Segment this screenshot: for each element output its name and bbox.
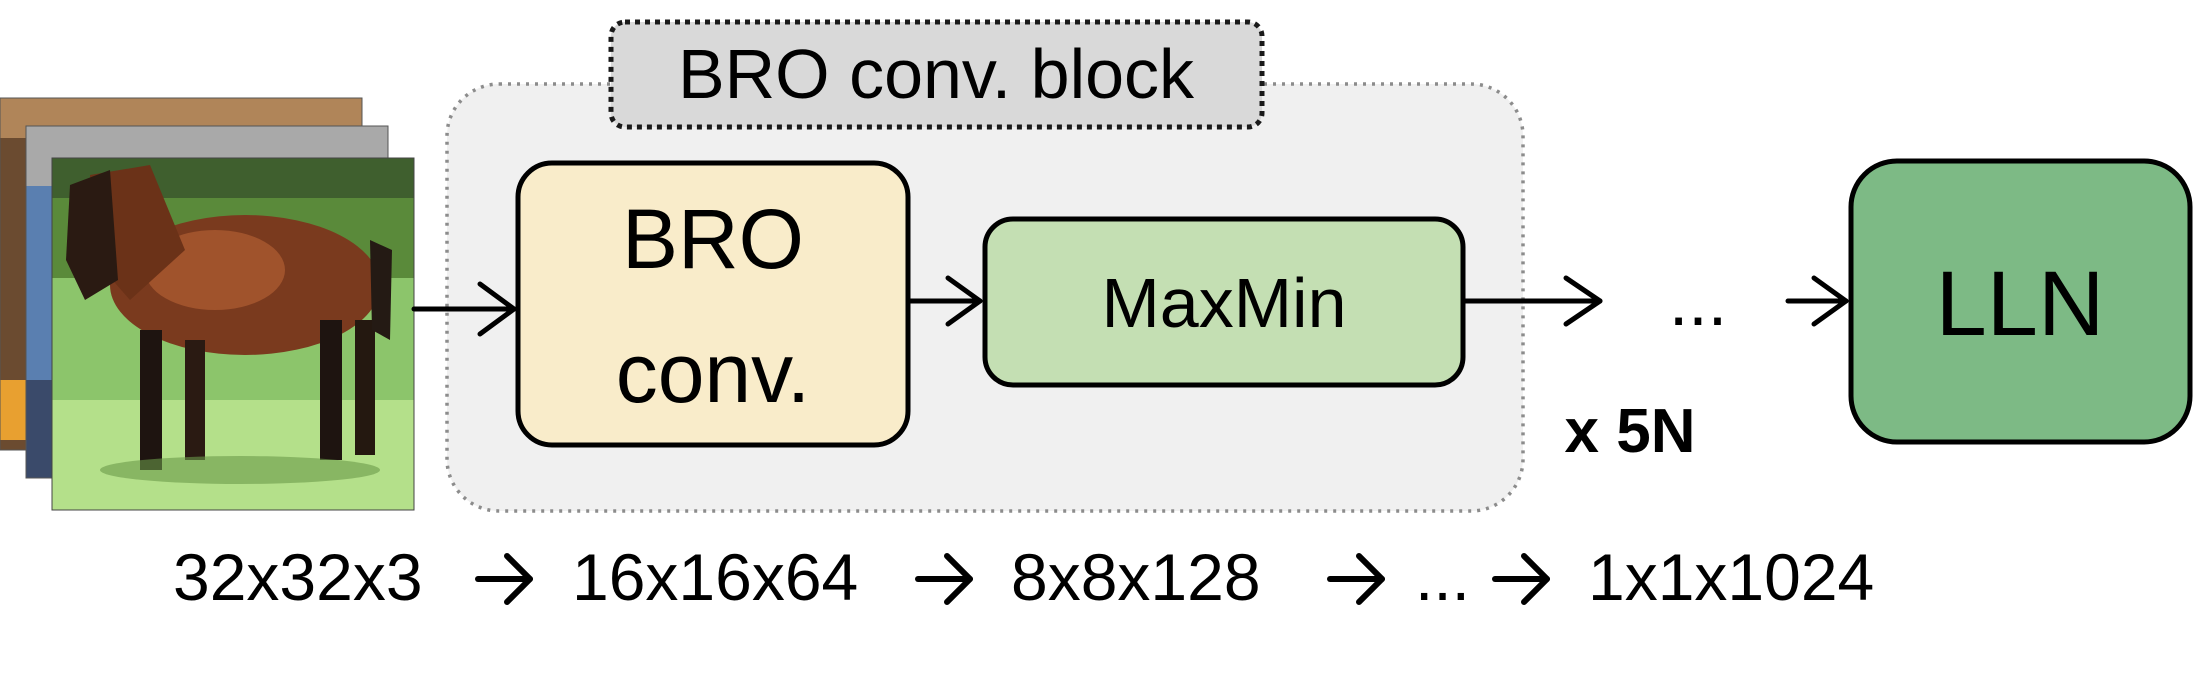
shape-0: 32x32x3: [173, 540, 423, 614]
lln-box: [1848, 158, 2193, 445]
block-title: BRO conv. block: [678, 35, 1195, 113]
shape-2: 8x8x128: [1011, 540, 1261, 614]
shape-1: 16x16x64: [572, 540, 858, 614]
shape-4: 1x1x1024: [1588, 540, 1874, 614]
shape-arrow-2: [1327, 553, 1385, 605]
bro-conv-box: [515, 160, 911, 448]
horse-image: [52, 158, 414, 510]
block-title-box: [608, 19, 1265, 130]
arrow-to-lln: [1785, 275, 1849, 327]
shape-arrow-3: [1492, 553, 1550, 605]
shape-arrow-1: [915, 553, 973, 605]
bro-conv-label-line2: conv.: [616, 326, 811, 420]
arrow-maxmin-out: [1460, 275, 1603, 327]
shape-arrow-0: [475, 553, 533, 605]
maxmin-label: MaxMin: [1101, 264, 1346, 342]
bro-conv-label-line1: BRO: [622, 192, 804, 286]
arrow-image-to-bro: [411, 281, 517, 337]
shape-progression: 32x32x3 16x16x64 8x8x128 ... 1x1x1024: [173, 540, 1874, 614]
input-image-stack: [0, 97, 415, 511]
shape-3: ...: [1415, 540, 1470, 614]
lln-label: LLN: [1936, 253, 2105, 355]
repeat-label: x 5N: [1565, 397, 1696, 466]
ellipsis: ...: [1669, 262, 1727, 340]
arrow-bro-to-maxmin: [905, 275, 983, 327]
